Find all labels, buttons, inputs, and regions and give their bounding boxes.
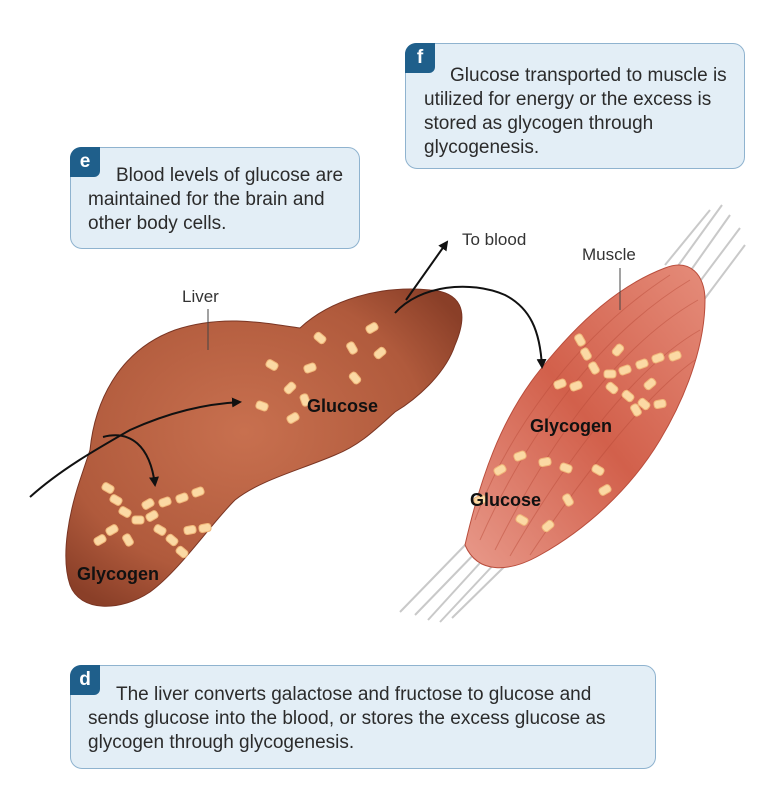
- liver-glycogen-label: Glycogen: [77, 564, 159, 584]
- callout-f-badge: f: [405, 43, 435, 73]
- granules: [93, 322, 682, 559]
- callout-f: f Glucose transported to muscle is utili…: [405, 43, 745, 169]
- arrow-to-muscle: [394, 285, 547, 369]
- muscle-glucose-label: Glucose: [470, 490, 541, 510]
- muscle-striations: [474, 274, 701, 557]
- callout-d-badge: d: [70, 665, 100, 695]
- arrow-to-glycogen-liver: [102, 434, 159, 487]
- callout-d: d The liver converts galactose and fruct…: [70, 665, 656, 769]
- muscle-shape: [464, 264, 706, 569]
- liver-label: Liver: [182, 287, 219, 306]
- callout-f-text: Glucose transported to muscle is utilize…: [424, 65, 727, 158]
- to-blood-label: To blood: [462, 230, 526, 249]
- liver-shape: [65, 288, 463, 607]
- arrow-to-blood: [405, 240, 449, 301]
- arrow-into-liver: [29, 397, 242, 498]
- callout-e: e Blood levels of glucose are maintained…: [70, 147, 360, 249]
- callout-e-text: Blood levels of glucose are maintained f…: [88, 165, 344, 234]
- liver-glucose-label: Glucose: [307, 396, 378, 416]
- callout-e-badge: e: [70, 147, 100, 177]
- muscle-glycogen-label: Glycogen: [530, 416, 612, 436]
- callout-d-text: The liver converts galactose and fructos…: [88, 684, 606, 753]
- muscle-label: Muscle: [582, 245, 636, 264]
